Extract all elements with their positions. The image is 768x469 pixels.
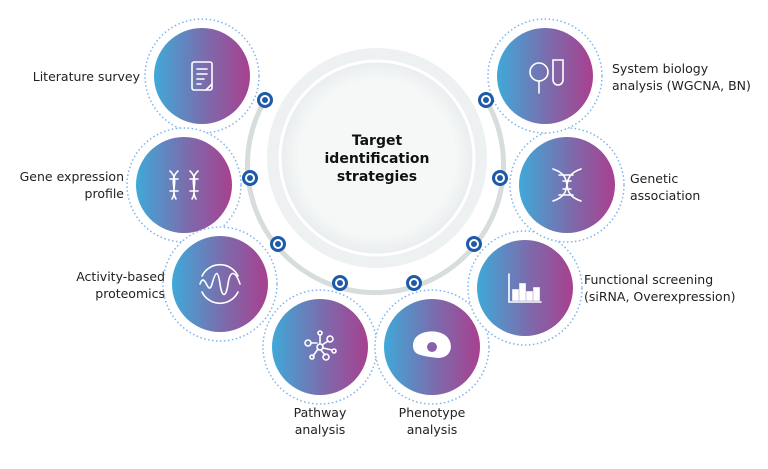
strategy-node [262, 289, 378, 405]
gradient-circle [154, 28, 250, 124]
center-circle [278, 59, 476, 257]
connector-dot [406, 275, 422, 291]
label-literature-survey: Literature survey [32, 69, 140, 84]
strategy-node [509, 127, 625, 243]
strategy-node [374, 289, 490, 405]
label-gene-expression-profile: Gene expression profile [19, 169, 124, 201]
label-activity-based-proteomics: Activity-based proteomics [76, 269, 165, 301]
connector-dot [257, 92, 273, 108]
network-icon [304, 330, 337, 361]
connector-dot [332, 275, 348, 291]
strategy-node [487, 18, 603, 134]
connector-dot [478, 92, 494, 108]
label-system-biology-analysis: System biology analysis (WGCNA, BN) [612, 61, 751, 93]
label-phenotype-analysis: Phenotype analysis [398, 405, 466, 437]
label-genetic-association: Genetic association [630, 171, 701, 203]
connector-dot [466, 236, 482, 252]
connector-dot [270, 236, 286, 252]
bar-chart-icon [508, 273, 542, 303]
connector-dot [242, 170, 258, 186]
strategy-node [144, 18, 260, 134]
magnifier-dropper-icon [529, 59, 564, 94]
gradient-circle [136, 137, 232, 233]
gradient-circle [497, 28, 593, 124]
cell-icon [412, 331, 451, 358]
gradient-circle [272, 299, 368, 395]
dna-pair-icon [169, 170, 199, 200]
strategy-node [162, 226, 278, 342]
strategy-node [467, 230, 583, 346]
waveform-icon [199, 263, 241, 305]
center-title: Target identification strategies [324, 133, 430, 185]
strategy-node [126, 127, 242, 243]
connector-dot [492, 170, 508, 186]
label-functional-screening: Functional screening (siRNA, Overexpress… [584, 272, 736, 304]
dna-helix-icon [552, 168, 582, 202]
label-pathway-analysis: Pathway analysis [293, 405, 347, 437]
document-icon [191, 61, 213, 91]
